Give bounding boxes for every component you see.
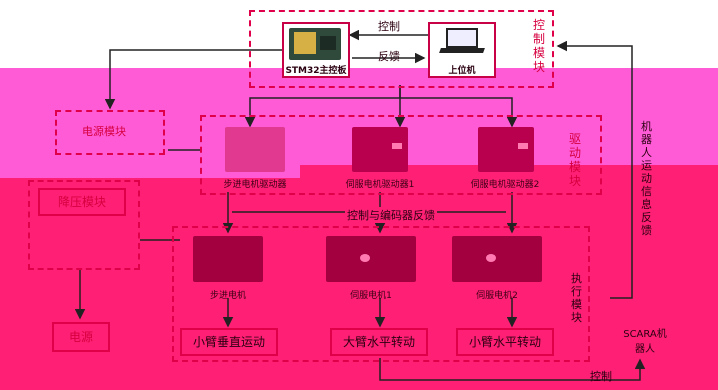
forearm-horizontal-box: 小臂水平转动 [456,328,554,356]
servo-driver-2-label: 伺服电机驱动器2 [470,180,540,190]
stepper-driver-label: 步进电机驱动器 [223,180,287,190]
encoder-feedback-label: 控制与编码器反馈 [345,207,437,223]
forearm-vertical-box: 小臂垂直运动 [180,328,278,356]
power-source-box: 电源 [52,322,110,352]
control-module-box [249,10,554,88]
servo-driver-1-label: 伺服电机驱动器1 [345,180,415,190]
servo-motor-1-image [326,236,416,282]
stepper-motor-label: 步进电机 [209,291,246,301]
step-down-module-box: 降压模块 [38,188,126,216]
host-pc-icon [439,28,485,56]
stepper-motor-image [193,236,263,282]
power-module-label: 电源模块 [82,125,126,138]
step-down-module-label: 降压模块 [57,195,106,209]
power-module-box [55,110,165,155]
stepper-driver-image [225,127,285,172]
mcu-board-label: STM32主控板 [285,66,347,76]
control-arrow-label: 控制 [378,20,400,33]
drive-module-title: 驱动模块 [568,132,581,188]
power-source-label: 电源 [68,330,93,344]
servo-motor-2-image [452,236,542,282]
mcu-board-image [289,28,341,60]
bottom-control-label: 控制 [590,370,612,383]
forearm-vertical-label: 小臂垂直运动 [192,335,265,349]
servo-motor-2-label: 伺服电机2 [476,291,518,301]
servo-driver-2-image [478,127,534,172]
execution-module-box [172,226,590,362]
motion-feedback-label: 机器人运动信息反馈 [641,120,652,237]
forearm-horizontal-label: 小臂水平转动 [468,335,541,349]
execution-module-title: 执行模块 [571,272,582,324]
robot-label: SCARA机器人 [623,329,667,355]
servo-driver-1-image [352,127,408,172]
servo-motor-1-label: 伺服电机1 [350,291,392,301]
control-module-title: 控制模块 [532,18,545,74]
step-down-outer-box [28,180,140,270]
drive-module-box [200,115,602,195]
upper-arm-label: 大臂水平转动 [342,335,415,349]
host-pc-label: 上位机 [448,66,476,76]
upper-arm-box: 大臂水平转动 [330,328,428,356]
feedback-arrow-label: 反馈 [378,50,400,63]
